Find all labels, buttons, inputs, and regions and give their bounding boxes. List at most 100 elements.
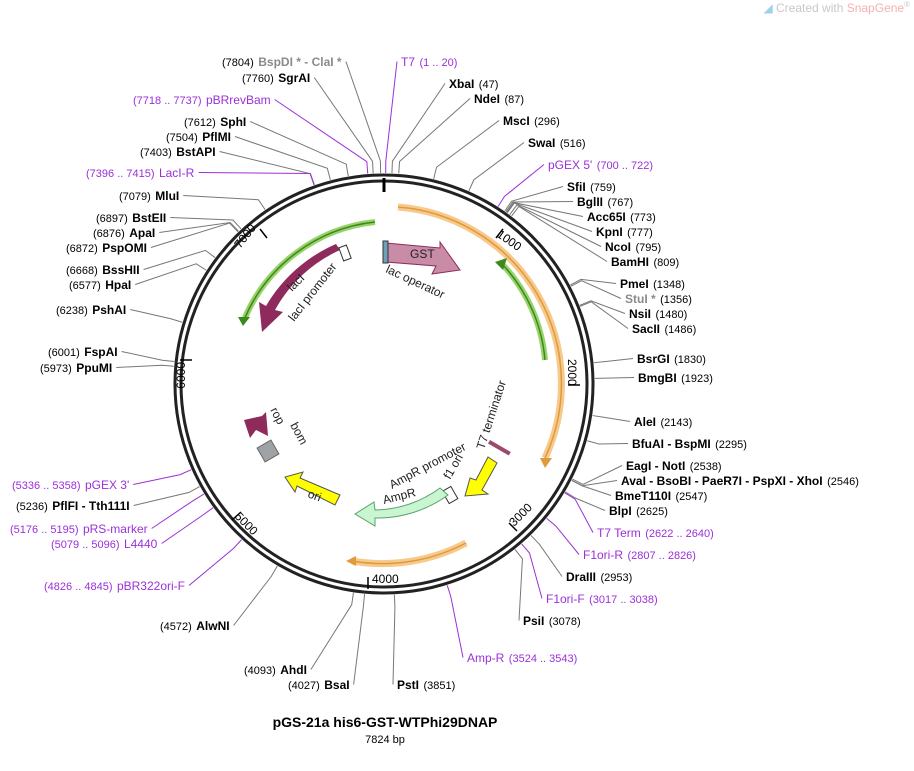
leader-line bbox=[497, 164, 545, 207]
label-laci-r: (7396 .. 7415) LacI-R bbox=[86, 164, 195, 181]
label-ppumi: (5973) PpuMI bbox=[40, 359, 112, 376]
leader-line bbox=[233, 565, 278, 626]
leader-line bbox=[571, 479, 618, 487]
label-sfii: SfiI (759) bbox=[567, 178, 616, 195]
ampr-feature bbox=[354, 487, 449, 527]
label-ahdi: (4093) AhdI bbox=[244, 661, 307, 678]
gst-label: GST bbox=[410, 247, 435, 261]
leader-line bbox=[509, 204, 602, 247]
leader-line bbox=[345, 61, 382, 174]
leader-line bbox=[150, 222, 239, 248]
green-arc-right-head bbox=[495, 258, 507, 270]
leader-line bbox=[234, 136, 331, 181]
leader-line bbox=[398, 98, 471, 174]
leader-line bbox=[133, 469, 192, 485]
backbone-outer bbox=[173, 173, 595, 595]
t7-terminator-label: T7 terminator bbox=[474, 379, 509, 451]
orf-arc-bottom-head bbox=[346, 556, 356, 566]
leader-line bbox=[135, 263, 207, 285]
label-pgex-3-: (5336 .. 5358) pGEX 3' bbox=[12, 476, 129, 493]
label-eagi-noti: EagI - NotI (2538) bbox=[626, 457, 722, 474]
t7-terminator-feature bbox=[488, 440, 511, 456]
tick-label-6000: 6000 bbox=[174, 362, 188, 389]
leader-line bbox=[565, 491, 606, 511]
leader-line bbox=[546, 518, 580, 555]
label-bsai: (4027) BsaI bbox=[288, 676, 350, 693]
leader-line bbox=[143, 249, 216, 270]
label-swai: SwaI (516) bbox=[528, 134, 586, 151]
rop-feature bbox=[244, 412, 268, 438]
leader-line bbox=[579, 301, 629, 329]
orf-arc bbox=[397, 203, 565, 460]
label-ndei: NdeI (87) bbox=[474, 90, 524, 107]
label-bstapi: (7403) BstAPI bbox=[140, 143, 216, 160]
laci-promoter-feature bbox=[338, 244, 352, 262]
leader-line bbox=[353, 594, 366, 685]
tick-3000 bbox=[508, 522, 518, 532]
leader-line bbox=[433, 120, 500, 180]
label-sgrai: (7760) SgrAI bbox=[242, 69, 310, 86]
leader-line bbox=[504, 186, 564, 212]
tick-label-4000: 4000 bbox=[372, 572, 399, 586]
label-draiii: DraIII (2953) bbox=[566, 568, 632, 585]
leader-line bbox=[310, 592, 354, 670]
leader-line bbox=[274, 99, 369, 174]
label-sphi: (7612) SphI bbox=[184, 113, 246, 130]
lac-operator-feature bbox=[382, 240, 389, 264]
leader-line bbox=[159, 222, 239, 233]
label-t7-term: T7 Term (2622 .. 2640) bbox=[597, 524, 714, 541]
ori-label: ori bbox=[306, 487, 323, 505]
ori-feature bbox=[284, 471, 341, 506]
orf-arc-bottom-line bbox=[351, 542, 467, 565]
leader-line bbox=[392, 594, 396, 685]
label-pbr322ori-f: (4826 .. 4845) pBR322ori-F bbox=[44, 577, 185, 594]
label-kpni: KpnI (777) bbox=[596, 223, 653, 240]
leader-line bbox=[530, 535, 563, 577]
label-bmgbi: BmgBI (1923) bbox=[638, 369, 713, 386]
leader-line bbox=[506, 202, 584, 217]
green-arc-right-line bbox=[502, 264, 546, 361]
leader-line bbox=[183, 195, 266, 210]
orf-arc-bottom bbox=[351, 539, 468, 568]
bom-feature bbox=[256, 439, 280, 463]
leader-lines bbox=[116, 61, 635, 685]
plasmid-name: pGS-21a his6-GST-WTPhi29DNAP bbox=[272, 714, 498, 730]
label-bsshii: (6668) BssHII bbox=[66, 261, 140, 278]
label-stui: StuI * (1356) bbox=[625, 290, 692, 307]
label-amp-r: Amp-R (3524 .. 3543) bbox=[467, 649, 577, 666]
leader-line bbox=[592, 415, 631, 422]
leader-line bbox=[571, 479, 612, 496]
leader-line bbox=[198, 172, 315, 185]
leader-line bbox=[594, 377, 635, 379]
leader-line bbox=[116, 364, 174, 368]
label-bspdi: (7804) BspDI * - ClaI * bbox=[222, 53, 342, 70]
tick-7000 bbox=[259, 228, 268, 239]
ampr-promoter-feature bbox=[441, 485, 459, 505]
leader-line bbox=[385, 61, 398, 174]
label-l4440: (5079 .. 5096) L4440 bbox=[51, 535, 158, 552]
label-psii: PsiI (3078) bbox=[523, 612, 581, 629]
label-nsii: NsiI (1480) bbox=[629, 305, 687, 322]
leader-line bbox=[250, 121, 349, 177]
label-acc65i: Acc65I (773) bbox=[587, 208, 656, 225]
laci-feature bbox=[259, 244, 340, 332]
tick-label-2000: 2000 bbox=[565, 359, 579, 386]
leader-line bbox=[579, 300, 626, 314]
leader-line bbox=[188, 539, 242, 586]
green-arc-left-line bbox=[243, 221, 376, 321]
leader-line bbox=[121, 351, 175, 363]
green-arc-left-head bbox=[238, 317, 250, 326]
leader-line bbox=[151, 493, 205, 529]
label-prs-marker: (5176 .. 5195) pRS-marker bbox=[10, 520, 148, 537]
label-bglii: BglII (767) bbox=[577, 193, 633, 210]
label-blpi: BlpI (2625) bbox=[609, 502, 668, 519]
leader-line bbox=[505, 201, 574, 213]
label-pmei: PmeI (1348) bbox=[620, 275, 685, 292]
orf-arc-line bbox=[397, 206, 563, 459]
label-bamhi: BamHI (809) bbox=[611, 253, 679, 270]
tick-1000 bbox=[495, 228, 504, 239]
label-pflmi: (7504) PflMI bbox=[166, 128, 231, 145]
snapgene-logo-icon: ◢ bbox=[763, 1, 776, 15]
leader-line bbox=[313, 77, 374, 174]
